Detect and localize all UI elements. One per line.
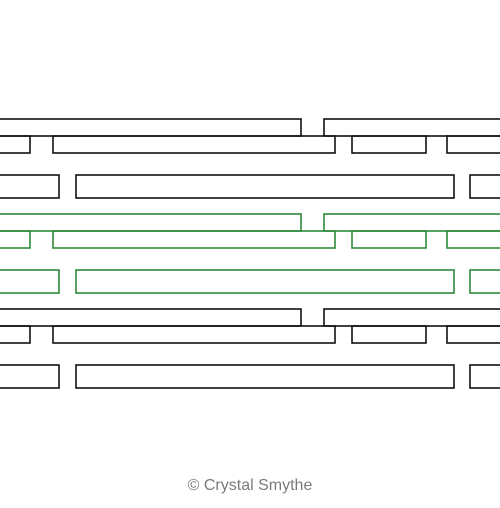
highlighted-bar-1-4: [351, 230, 427, 249]
highlighted-bar-1-2: [0, 230, 31, 249]
pattern-bar-0-3: [52, 135, 336, 154]
pattern-bar-0-2: [0, 135, 31, 154]
pattern-bar-2-0: [0, 308, 302, 327]
pattern-bar-2-7: [75, 364, 455, 389]
pattern-bar-2-1: [323, 308, 500, 327]
highlighted-bar-1-3: [52, 230, 336, 249]
highlighted-bar-1-6: [0, 269, 60, 294]
pattern-bar-0-6: [0, 174, 60, 199]
pattern-bar-2-2: [0, 325, 31, 344]
highlighted-bar-1-1: [323, 213, 500, 232]
pattern-bar-0-5: [446, 135, 500, 154]
pattern-bar-2-8: [469, 364, 500, 389]
pattern-bar-2-3: [52, 325, 336, 344]
pattern-bar-2-5: [446, 325, 500, 344]
pattern-bar-0-0: [0, 118, 302, 137]
copyright-caption: © Crystal Smythe: [187, 477, 313, 494]
pattern-bar-0-1: [323, 118, 500, 137]
pattern-bar-0-4: [351, 135, 427, 154]
pattern-bar-0-7: [75, 174, 455, 199]
highlighted-bar-1-0: [0, 213, 302, 232]
highlighted-bar-1-7: [75, 269, 455, 294]
pattern-bar-2-4: [351, 325, 427, 344]
pattern-bar-2-6: [0, 364, 60, 389]
pattern-bar-0-8: [469, 174, 500, 199]
highlighted-bar-1-5: [446, 230, 500, 249]
highlighted-bar-1-8: [469, 269, 500, 294]
